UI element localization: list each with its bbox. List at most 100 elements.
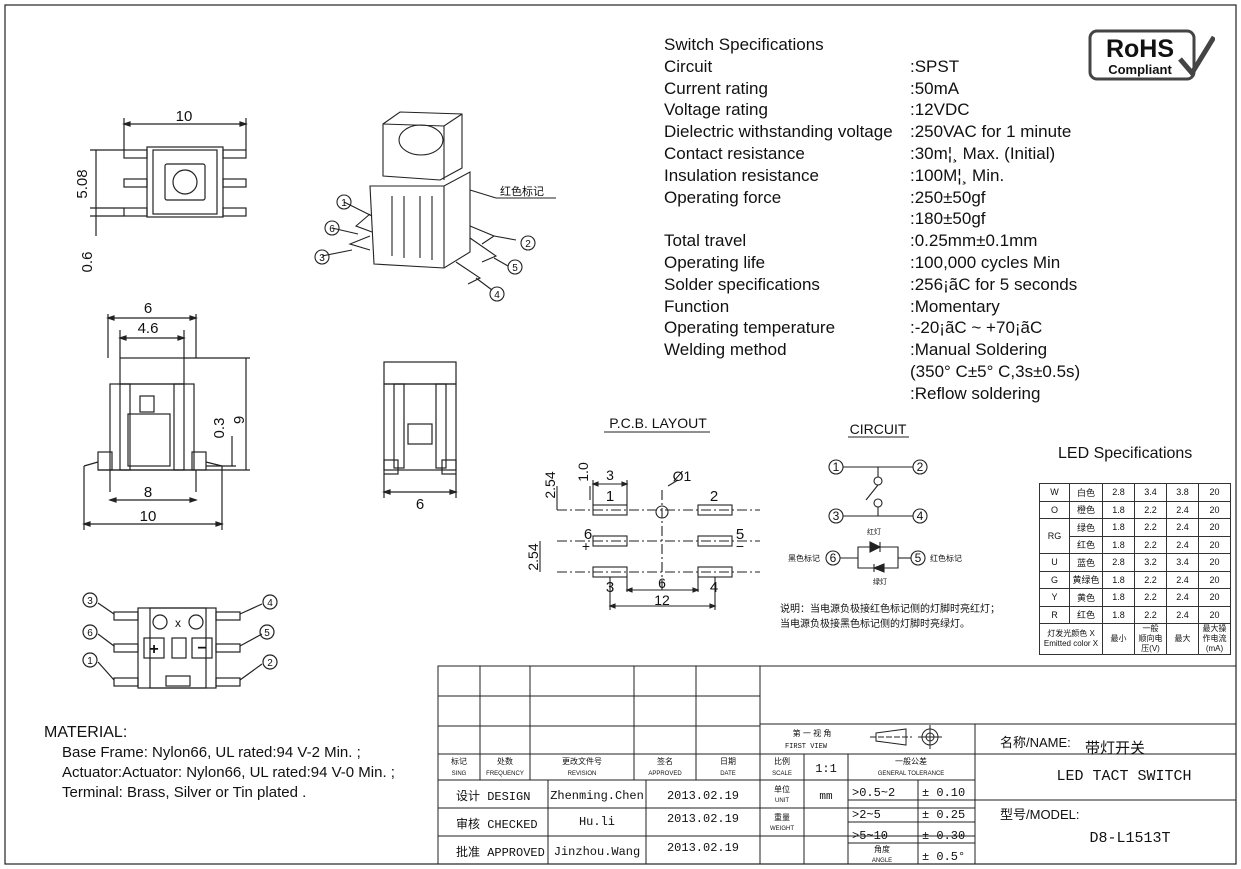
front-view: [82, 314, 250, 530]
circuit-red-mark: 红色标记: [930, 553, 962, 563]
material-block: MATERIAL: Base Frame: Nylon66, UL rated:…: [44, 723, 395, 803]
dim-front-height: 9: [231, 416, 248, 424]
spec-row: Operating life:100,000 cycles Min: [664, 252, 1080, 274]
pcb-pad-6: 6: [584, 526, 592, 543]
spec-key: Current rating: [664, 78, 768, 98]
tb-design-name: Zhenming.Chen: [550, 789, 644, 803]
spec-row: Dielectric withstanding voltage:250VAC f…: [664, 121, 1080, 143]
tb-design-date: 2013.02.19: [667, 789, 739, 803]
pcb-plus-sign: +: [582, 538, 590, 554]
tb-name-en: LED TACT SWITCH: [1056, 768, 1191, 785]
tb-scale-value: 1:1: [815, 762, 837, 776]
tb-model-value: D8-L1513T: [1089, 830, 1170, 847]
tb-approve-label: 批准 APPROVED: [456, 844, 545, 860]
circuit-pin-2: 2: [917, 460, 924, 474]
spec-value: :250VAC for 1 minute: [910, 122, 1072, 142]
dim-top-width: 10: [176, 108, 193, 125]
tb-sign-cn: 标记: [451, 756, 467, 766]
iso-pin-1: 1: [341, 198, 347, 209]
tb-check-label: 审核 CHECKED: [456, 816, 538, 832]
led-value: 2.2: [1134, 535, 1167, 554]
led-value: 20: [1198, 500, 1231, 519]
led-color: 黄色: [1069, 588, 1103, 607]
bottom-plus-icon: +: [149, 641, 158, 658]
tb-tol-value-3: ± 0.30: [922, 829, 965, 843]
spec-key: Function: [664, 296, 730, 316]
spec-row: Insulation resistance:100M¦¸ Min.: [664, 165, 1080, 187]
spec-key: [664, 361, 910, 383]
led-value: 2.4: [1166, 570, 1199, 589]
tb-scale-cn: 比例: [774, 756, 790, 766]
led-foot-min: 最小: [1102, 623, 1135, 655]
pcb-dim-hole: Ø1: [673, 468, 692, 484]
led-value: 20: [1198, 483, 1231, 502]
spec-key: [664, 383, 910, 405]
bottom-pin-6: 6: [87, 628, 93, 639]
spec-key: Welding method: [664, 340, 787, 360]
circuit-pin-3: 3: [833, 509, 840, 523]
spec-row: Contact resistance:30m¦¸ Max. (Initial): [664, 143, 1080, 165]
led-foot-max: 最大: [1166, 623, 1199, 655]
led-value: 3.4: [1134, 483, 1167, 502]
circuit-pin-1: 1: [833, 460, 840, 474]
led-foot-if: 最大操作电流(mA): [1198, 623, 1231, 655]
spec-key: Operating life: [664, 252, 766, 272]
circuit-pin-6: 6: [830, 551, 837, 565]
led-value: 1.8: [1102, 588, 1135, 607]
iso-pin-5: 5: [512, 263, 518, 274]
tb-tol-en: GENERAL TOLERANCE: [878, 771, 945, 777]
tb-check-date: 2013.02.19: [667, 812, 739, 826]
led-code: RG: [1039, 518, 1070, 554]
tb-angle-cn: 角度: [874, 844, 890, 854]
spec-value: :50mA: [910, 78, 960, 98]
dim-side-width: 6: [416, 496, 424, 513]
tb-appr-cn: 签名: [657, 756, 673, 766]
led-value: 20: [1198, 535, 1231, 554]
led-value: 2.2: [1134, 570, 1167, 589]
circuit-note-2: 当电源负极接黑色标记侧的灯脚时亮绿灯。: [780, 617, 970, 630]
rohs-logo: RoHS Compliant: [1088, 29, 1217, 83]
tb-name-cn: 带灯开关: [1085, 740, 1145, 757]
tb-tol-value-2: ± 0.25: [922, 808, 965, 822]
iso-pin-4: 4: [494, 290, 500, 301]
tb-tol-range-1: >0.5~2: [852, 786, 895, 800]
bottom-pin-1: 1: [87, 656, 93, 667]
pcb-pad-5: 5: [736, 526, 744, 543]
led-color: 蓝色: [1069, 553, 1103, 572]
spec-key: Circuit: [664, 56, 713, 76]
pcb-dim-12: 12: [654, 592, 670, 608]
spec-value: :30m¦¸ Max. (Initial): [910, 143, 1056, 163]
spec-row: Total travel:0.25mm±0.1mm: [664, 230, 1080, 252]
dim-front-inner: 4.6: [138, 320, 159, 337]
led-value: 1.8: [1102, 518, 1135, 537]
led-value: 2.4: [1166, 518, 1199, 537]
circuit-diagram: [825, 459, 928, 573]
spec-value: :256¡ãC for 5 seconds: [910, 274, 1078, 294]
pcb-minus-sign: −: [736, 538, 744, 554]
pcb-dim-1-0: 1.0: [575, 462, 591, 482]
led-value: 2.4: [1166, 588, 1199, 607]
spec-value: :Reflow soldering: [910, 383, 1041, 403]
led-color: 红色: [1069, 535, 1103, 554]
iso-view: [314, 111, 556, 302]
led-foot-emitted-en: Emitted color X: [1043, 639, 1099, 648]
spec-key: Operating temperature: [664, 318, 836, 338]
pcb-pad-3: 3: [606, 579, 614, 596]
led-value: 20: [1198, 570, 1231, 589]
pcb-dim-6: 6: [658, 575, 666, 591]
bottom-pin-2: 2: [267, 658, 273, 669]
spec-row: Current rating :50mA: [664, 78, 1080, 100]
spec-key: [664, 208, 910, 230]
spec-value: :250±50gf: [910, 187, 986, 207]
bottom-minus-icon: −: [197, 640, 206, 657]
led-code: O: [1039, 500, 1070, 519]
material-terminal: Terminal: Brass, Silver or Tin plated .: [62, 784, 307, 801]
dim-top-pin: 0.6: [79, 252, 96, 273]
led-value: 1.8: [1102, 535, 1135, 554]
spec-value: :180±50gf: [910, 209, 986, 229]
check-icon: [1178, 35, 1217, 78]
